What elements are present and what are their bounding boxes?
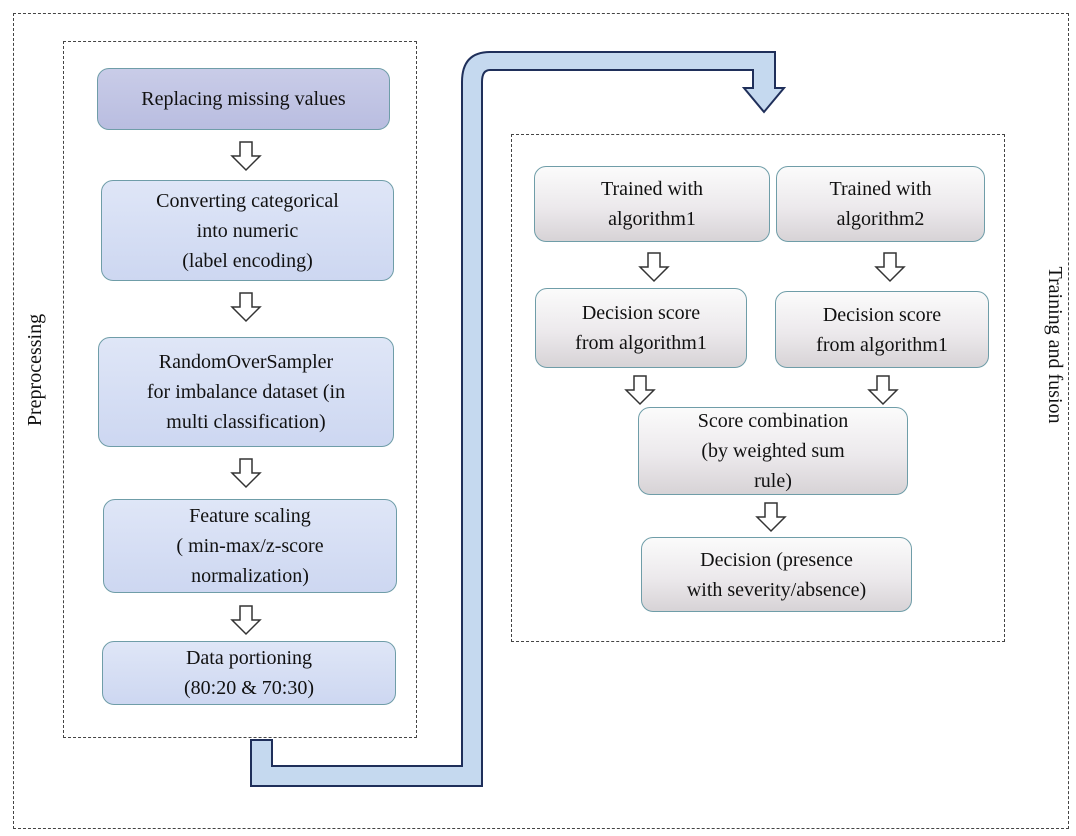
step-label-encoding: Converting categorical into numeric (lab… [101,180,394,281]
outer-frame [13,13,1069,829]
decision-score-algorithm1: Decision score from algorithm1 [535,288,747,368]
trained-algorithm1: Trained with algorithm1 [534,166,770,242]
step-feature-scaling: Feature scaling ( min-max/z-score normal… [103,499,397,593]
training-fusion-label: Training and fusion [1044,266,1066,424]
step-replacing-missing-values: Replacing missing values [97,68,390,130]
final-decision: Decision (presence with severity/absence… [641,537,912,612]
step-random-oversampler: RandomOverSampler for imbalance dataset … [98,337,394,447]
score-combination: Score combination (by weighted sum rule) [638,407,908,495]
trained-algorithm2: Trained with algorithm2 [776,166,985,242]
preprocessing-label: Preprocessing [24,313,46,427]
step-data-portioning: Data portioning (80:20 & 70:30) [102,641,396,705]
decision-score-algorithm2: Decision score from algorithm1 [775,291,989,368]
